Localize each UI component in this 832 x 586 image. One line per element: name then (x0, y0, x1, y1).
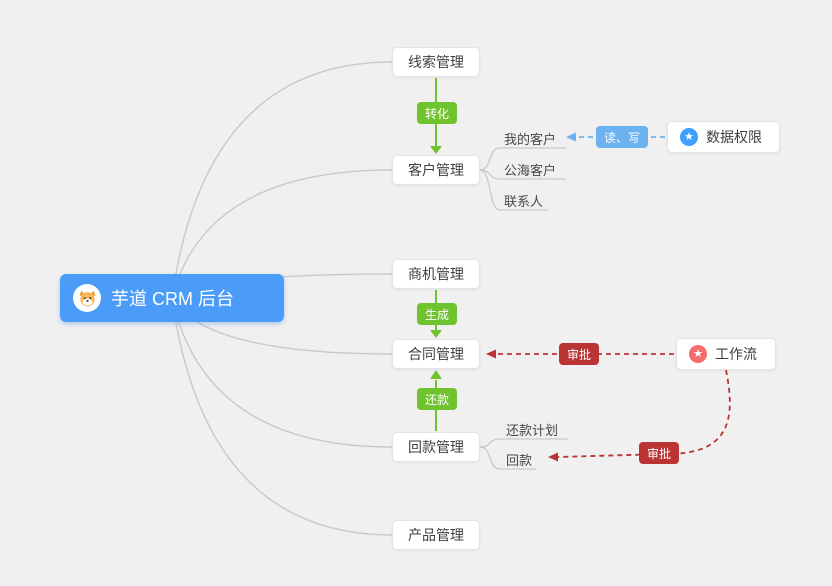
branch-customers-contacts (479, 169, 548, 211)
arrow-repay-head (430, 370, 442, 379)
topic-contracts[interactable]: 合同管理 (392, 339, 480, 369)
subtopic-repayment-plan[interactable]: 还款计划 (506, 423, 559, 438)
topic-business[interactable]: 商机管理 (392, 259, 480, 289)
branch-central-receivables (171, 297, 393, 448)
arrow-approve-contract-head (486, 349, 496, 359)
subtopic-contacts[interactable]: 联系人 (504, 194, 544, 209)
edge-label-generate: 生成 (417, 303, 458, 325)
edge-label-approve-repayment: 审批 (639, 442, 680, 464)
topic-customers[interactable]: 客户管理 (392, 155, 480, 185)
topic-workflow[interactable]: ★ 工作流 (676, 338, 776, 370)
branch-central-leads (171, 61, 393, 299)
central-topic-label: 芋道 CRM 后台 (111, 289, 234, 309)
edge-label-repay: 还款 (417, 388, 458, 410)
arrow-convert-head (430, 146, 442, 154)
arrow-approve-repayment-head (548, 452, 558, 462)
branch-central-customers (171, 169, 393, 299)
arrow-generate-head (430, 330, 442, 338)
topic-business-label: 商机管理 (408, 266, 464, 282)
topic-leads[interactable]: 线索管理 (392, 47, 480, 77)
topic-products[interactable]: 产品管理 (392, 520, 480, 550)
shiba-dog-icon (73, 284, 101, 312)
subtopic-my-customers[interactable]: 我的客户 (504, 132, 557, 147)
branch-receivables-plan (479, 438, 568, 448)
topic-workflow-label: 工作流 (715, 346, 757, 362)
edge-label-read-write: 读、写 (596, 126, 649, 148)
branch-central-products (171, 297, 393, 536)
topic-receivables-label: 回款管理 (408, 439, 464, 455)
branch-customers-public (479, 169, 566, 180)
branch-customers-my (479, 147, 566, 171)
subtopic-public-customers[interactable]: 公海客户 (504, 163, 557, 178)
topic-customers-label: 客户管理 (408, 162, 464, 178)
arrow-read-write-head (566, 132, 576, 142)
subtopic-repayment[interactable]: 回款 (506, 453, 533, 468)
edge-label-convert: 转化 (417, 102, 458, 124)
star-icon: ★ (689, 345, 707, 363)
topic-products-label: 产品管理 (408, 527, 464, 543)
branch-receivables-repayment (479, 446, 536, 470)
edge-label-approve-contract: 审批 (559, 343, 600, 365)
topic-data-permission-label: 数据权限 (706, 129, 762, 145)
topic-contracts-label: 合同管理 (408, 346, 464, 362)
central-topic[interactable]: 芋道 CRM 后台 (60, 274, 284, 322)
star-icon: ★ (680, 128, 698, 146)
topic-leads-label: 线索管理 (408, 54, 464, 70)
topic-data-permission[interactable]: ★ 数据权限 (667, 121, 780, 153)
topic-receivables[interactable]: 回款管理 (392, 432, 480, 462)
